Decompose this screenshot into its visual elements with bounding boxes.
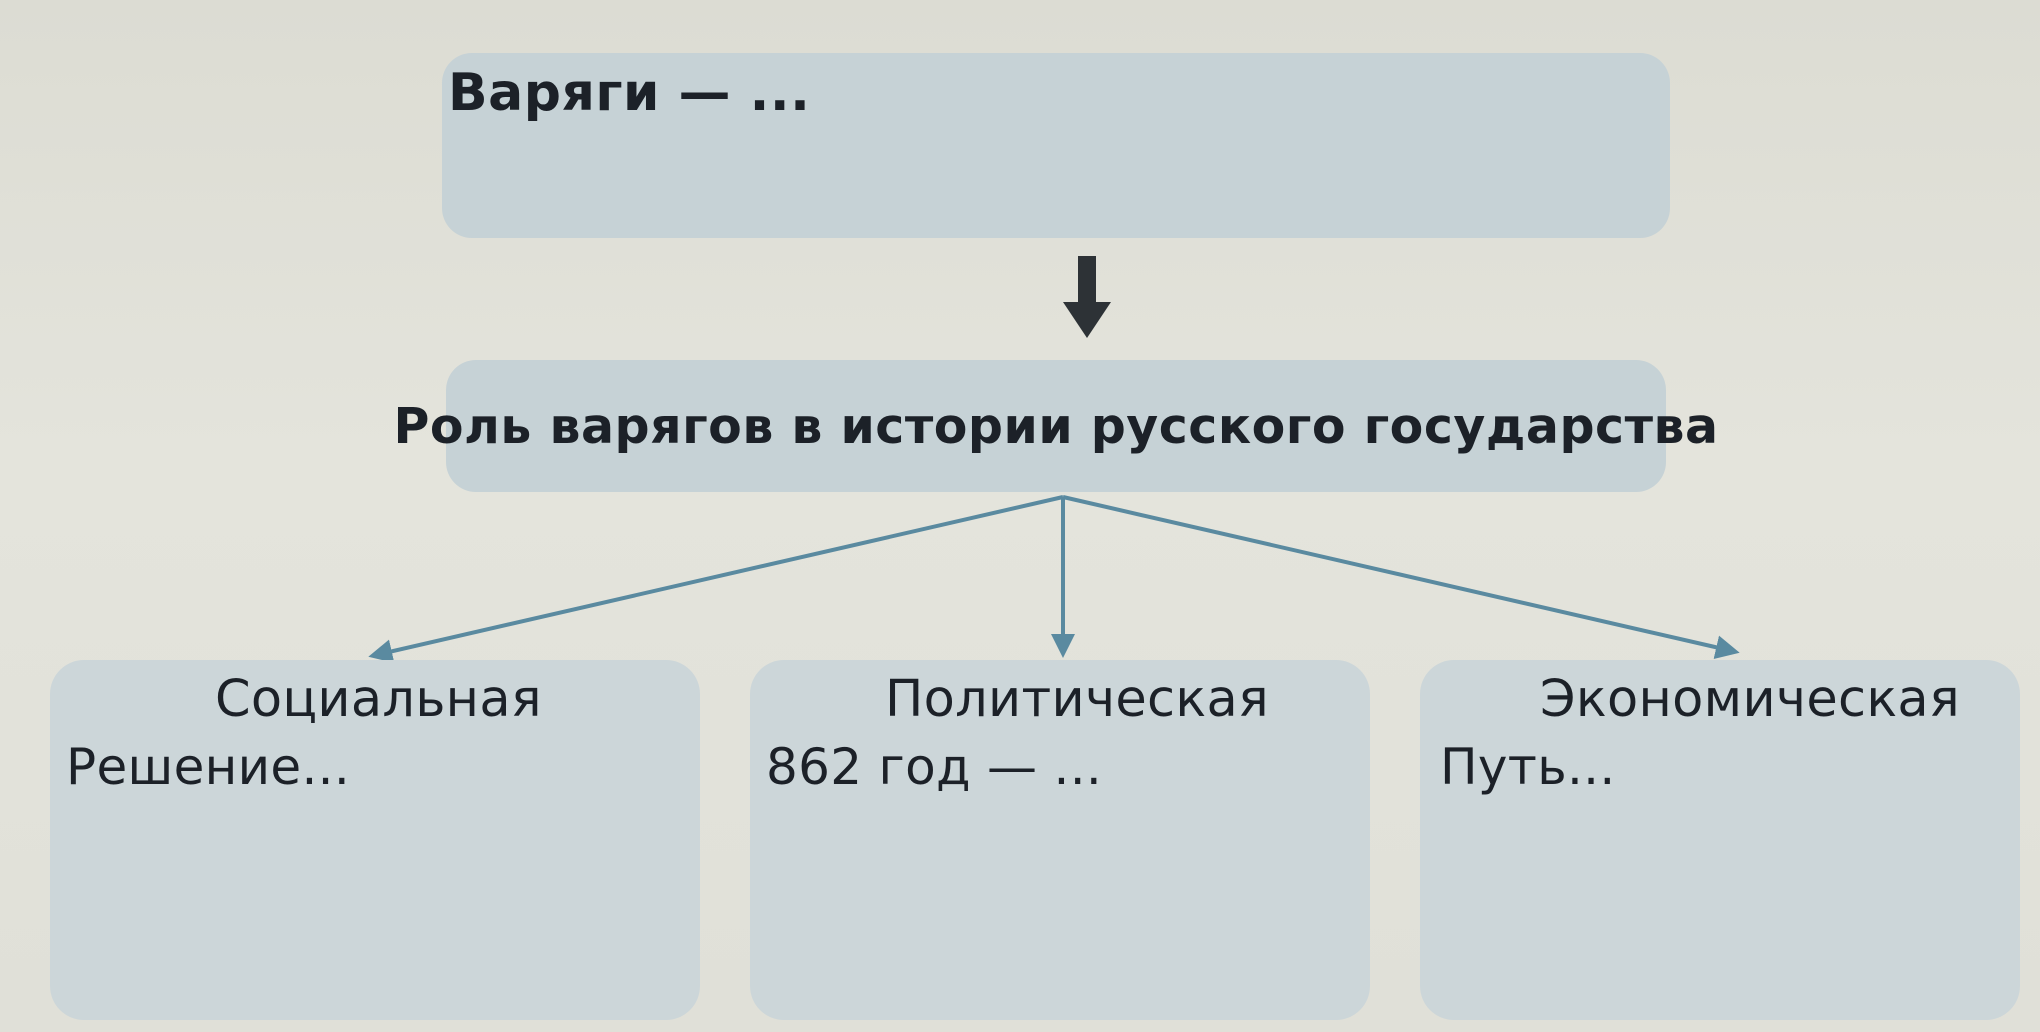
branch-title-economic: Экономическая bbox=[1540, 670, 1960, 729]
middle-box-label: Роль варягов в истории русского государс… bbox=[393, 397, 1719, 455]
branch-box-economic[interactable]: Экономическая Путь... bbox=[1420, 660, 2020, 1020]
branch-title-political: Политическая bbox=[885, 670, 1270, 729]
branch-hint-social: Решение... bbox=[66, 738, 351, 796]
branch-hint-political: 862 год — ... bbox=[766, 738, 1103, 796]
branch-box-social[interactable]: Социальная Решение... bbox=[50, 660, 700, 1020]
branch-hint-economic: Путь... bbox=[1440, 738, 1616, 796]
connector-line-economic bbox=[1062, 495, 1740, 660]
branch-box-political[interactable]: Политическая 862 год — ... bbox=[750, 660, 1370, 1020]
down-arrow-icon bbox=[1063, 256, 1111, 338]
branch-title-social: Социальная bbox=[215, 670, 542, 729]
top-box-label: Варяги — ... bbox=[448, 63, 811, 123]
middle-box[interactable]: Роль варягов в истории русского государс… bbox=[393, 360, 1718, 492]
connector-line-social bbox=[368, 495, 1064, 664]
top-box[interactable]: Варяги — ... bbox=[442, 53, 1670, 238]
